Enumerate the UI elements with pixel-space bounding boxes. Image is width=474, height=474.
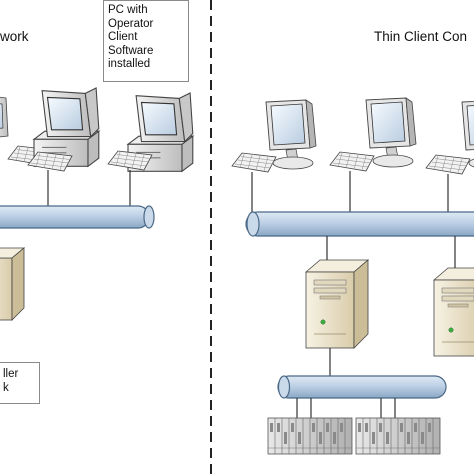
callout-line: Operator — [108, 17, 154, 30]
left-network-panel — [0, 87, 194, 321]
network-bus-icon — [245, 211, 474, 237]
tower-server-icon — [433, 267, 474, 357]
pc-callout-label: PC with Operator Client Software install… — [103, 0, 189, 82]
network-bus-icon — [277, 375, 447, 399]
partial-pc-icon — [0, 96, 9, 138]
right-thin-client-panel — [231, 97, 474, 455]
io-rack-icon — [355, 417, 441, 455]
io-rack-icon — [267, 417, 353, 455]
tower-server-icon — [0, 247, 26, 321]
network-bus-icon — [0, 205, 155, 229]
callout-line: ller — [3, 368, 19, 380]
keyboard-icon — [231, 152, 277, 173]
callout-line: installed — [108, 58, 151, 70]
callout-line: k — [3, 381, 9, 394]
tower-server-icon — [305, 259, 369, 349]
callout-line: Software — [108, 44, 154, 57]
keyboard-icon — [107, 150, 153, 171]
callout-line: PC with — [108, 4, 148, 16]
left-panel-title: work — [0, 29, 29, 44]
right-panel-title: Thin Client Con — [374, 29, 468, 44]
keyboard-icon — [329, 151, 375, 172]
keyboard-icon — [425, 154, 471, 175]
callout-line: Client — [108, 31, 138, 43]
controller-callout-label: ller k — [0, 362, 40, 404]
